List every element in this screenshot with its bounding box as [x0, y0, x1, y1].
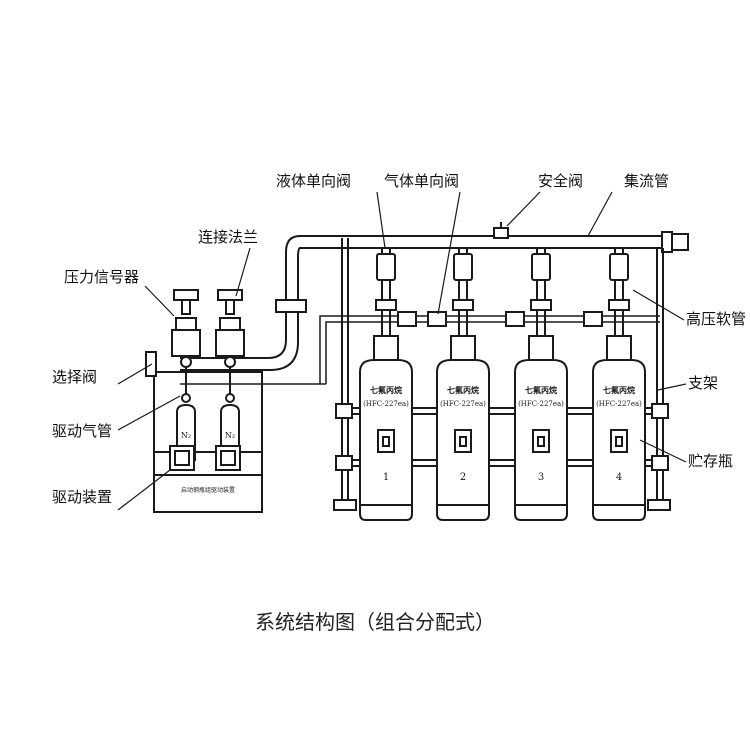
cylinder-texts: 七氟丙烷 (HFC-227ea) 1 七氟丙烷 (HFC-227ea) 2 七氟… — [363, 385, 642, 483]
drive-cabinet-text: 启动钢瓶组驱动装置 — [181, 486, 235, 494]
storage-cylinder-4 — [592, 248, 646, 521]
storage-cylinder-3 — [514, 248, 568, 521]
drive-bottle-2-label: N₂ — [225, 431, 235, 440]
drive-bottle-texts: N₂ N₂ 启动钢瓶组驱动装置 — [181, 431, 235, 494]
label-drive-gas-pipe: 驱动气管 — [52, 422, 113, 440]
label-connecting-flange: 连接法兰 — [198, 228, 259, 246]
cylinder-1-model: (HFC-227ea) — [363, 400, 409, 408]
discharge-pipe — [180, 235, 307, 371]
cylinder-4-model: (HFC-227ea) — [596, 400, 642, 408]
cylinder-3-title: 七氟丙烷 — [525, 385, 557, 395]
cylinder-1-title: 七氟丙烷 — [370, 385, 402, 395]
drive-bottle-1-label: N₂ — [181, 431, 191, 440]
cylinder-3-number: 3 — [538, 472, 544, 483]
label-high-pressure-hose: 高压软管 — [686, 310, 747, 328]
cylinder-1-number: 1 — [383, 472, 389, 483]
label-liquid-check-valve: 液体单向阀 — [276, 172, 352, 190]
label-selector-valve: 选择阀 — [52, 368, 98, 386]
pilot-gas-line — [180, 315, 660, 385]
label-pressure-signaler: 压力信号器 — [64, 268, 140, 286]
cylinder-4-title: 七氟丙烷 — [603, 385, 635, 395]
cylinder-2-title: 七氟丙烷 — [447, 385, 479, 395]
cylinder-2-number: 2 — [460, 472, 466, 483]
label-storage-cylinder: 贮存瓶 — [688, 452, 734, 470]
safety-valve — [493, 222, 509, 239]
label-safety-valve: 安全阀 — [538, 172, 584, 190]
label-manifold: 集流管 — [624, 172, 670, 190]
manifold-pipe — [300, 231, 689, 253]
gas-check-valve — [397, 311, 603, 327]
drive-device-boxes — [169, 445, 241, 471]
cylinder-2-model: (HFC-227ea) — [440, 400, 486, 408]
diagram-caption: 系统结构图（组合分配式） — [255, 610, 495, 634]
storage-cylinder-2 — [436, 248, 490, 521]
storage-cylinders — [359, 248, 646, 521]
label-gas-check-valve: 气体单向阀 — [384, 172, 460, 190]
storage-cylinder-1 — [359, 248, 413, 521]
cylinder-4-number: 4 — [616, 472, 622, 483]
cylinder-3-model: (HFC-227ea) — [518, 400, 564, 408]
label-bracket: 支架 — [688, 374, 719, 392]
label-drive-device: 驱动装置 — [52, 488, 113, 506]
leader-lines — [117, 191, 687, 511]
